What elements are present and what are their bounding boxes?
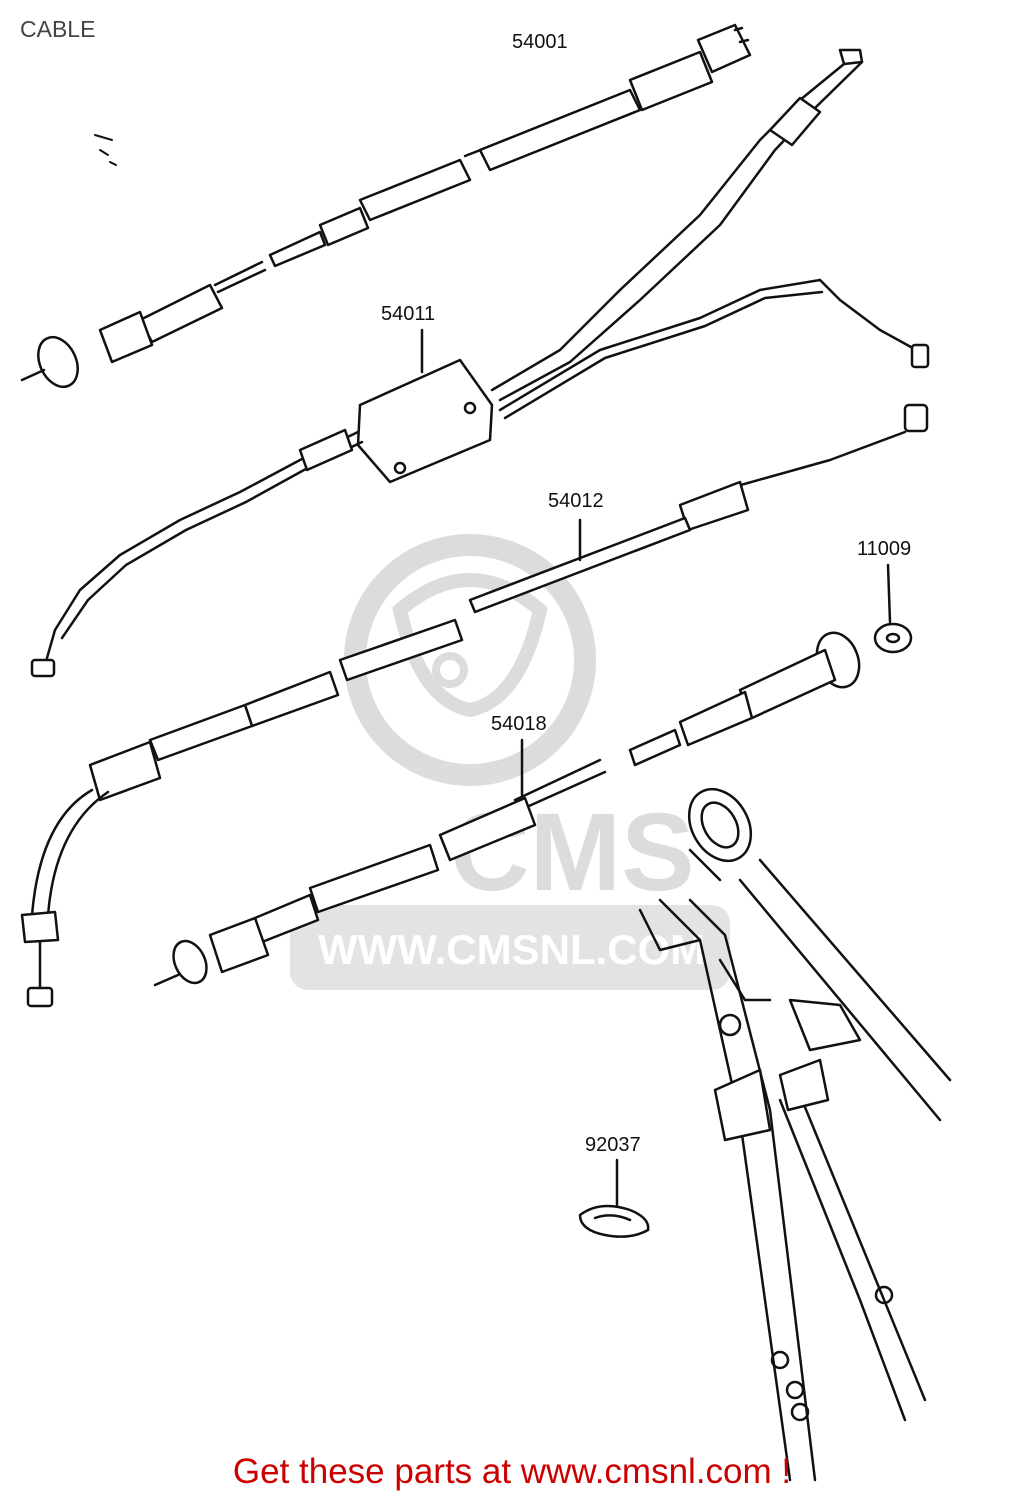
part-label-54018: 54018: [491, 713, 547, 735]
part-label-92037: 92037: [585, 1134, 641, 1156]
cable-54018: [153, 631, 861, 987]
motorcycle-frame: [638, 787, 952, 1482]
watermark-banner: [290, 905, 730, 990]
part-label-54011: 54011: [381, 303, 436, 325]
cmsnl-link[interactable]: Get these parts at www.cmsnl.com !: [232, 1452, 792, 1491]
cable-54012: [20, 403, 929, 1008]
part-label-54012: 54012: [548, 490, 604, 512]
watermark-brand: CMS: [450, 791, 694, 914]
clamp-92037: [578, 1158, 650, 1238]
part-label-54001: 54001: [512, 31, 568, 53]
cable-54001: [20, 23, 752, 389]
stray-marks: [94, 134, 117, 166]
watermark-url: WWW.CMSNL.COM: [318, 926, 705, 973]
cable-54011: [30, 48, 930, 678]
washer-11009: [873, 563, 913, 654]
part-label-11009: 11009: [857, 538, 912, 560]
page-title: CABLE: [20, 16, 96, 42]
